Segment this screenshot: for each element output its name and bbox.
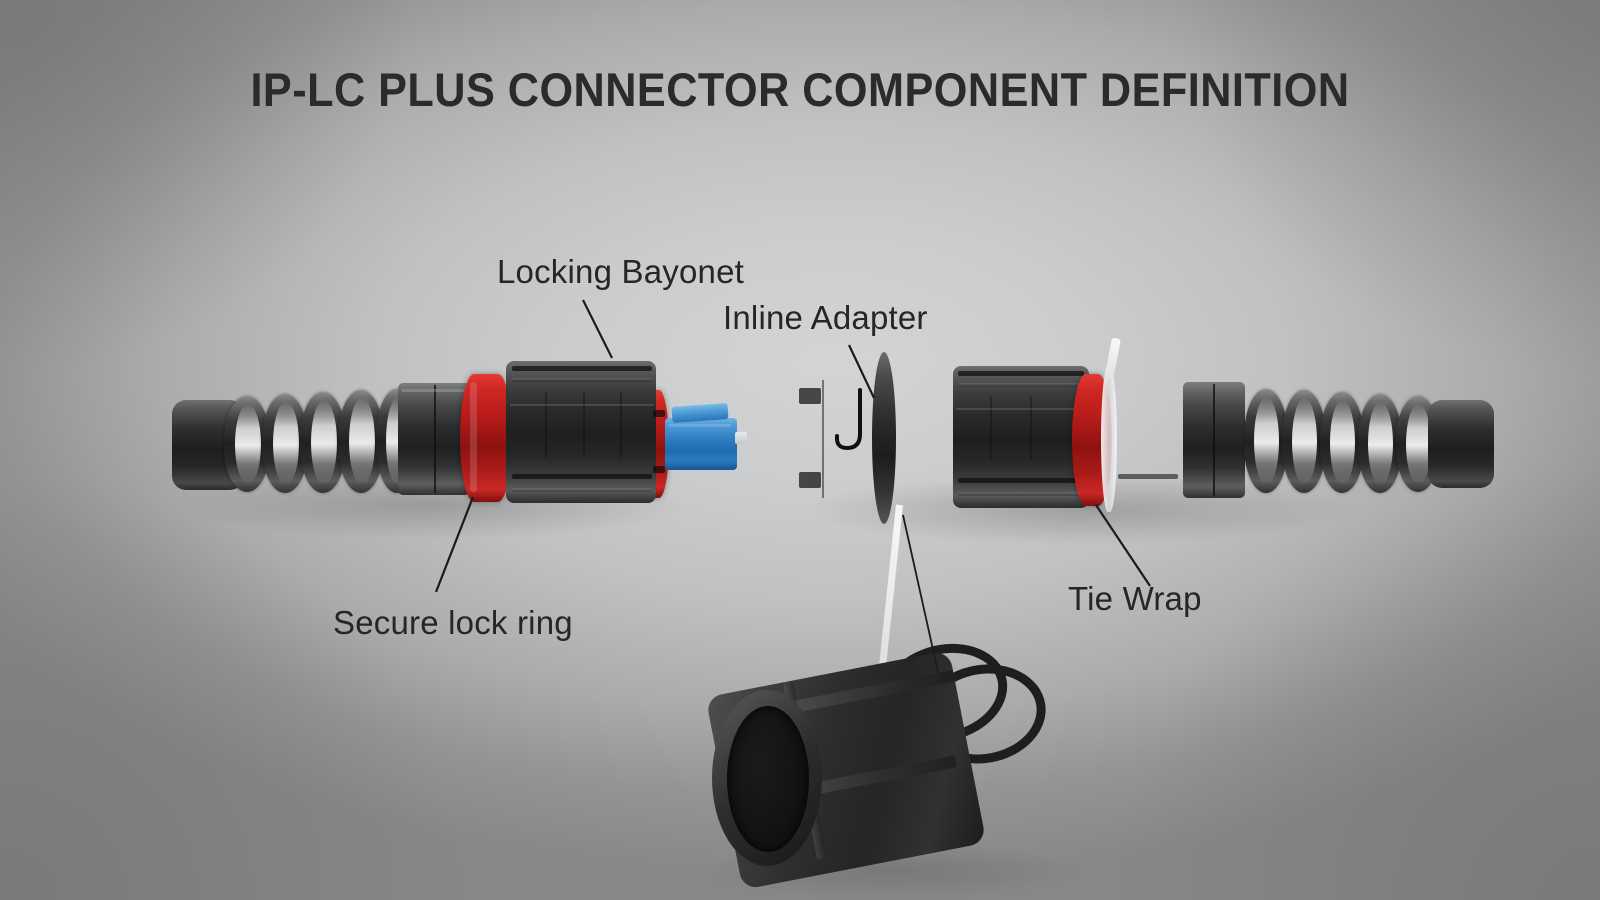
- lc-ferrule-tip: [735, 432, 747, 444]
- background-vignette-bottom-right: [1120, 470, 1600, 900]
- adapter-rib-bottom-2: [958, 492, 1084, 496]
- adapter-panel-line-2: [1030, 396, 1032, 460]
- callout-locking-bayonet: Locking Bayonet: [497, 253, 745, 290]
- bayonet-panel-line-1: [545, 392, 547, 458]
- adapter-rib-bottom-1: [958, 478, 1084, 483]
- adapter-rib-top-1: [958, 371, 1084, 376]
- page-title: IP-LC PLUS CONNECTOR COMPONENT DEFINITIO…: [250, 63, 1350, 116]
- callout-secure-lock-ring: Secure lock ring: [333, 604, 573, 641]
- bayonet-panel-line-3: [620, 392, 622, 458]
- bayonet-keyway-2: [653, 466, 665, 473]
- adapter-highlight: [956, 408, 1086, 410]
- locking-bayonet-barrel: [506, 361, 656, 503]
- adapter-mounting-flange: [872, 352, 896, 524]
- tie-wrap-band: [1101, 366, 1117, 512]
- adapter-body: [953, 366, 1089, 508]
- bayonet-highlight: [510, 404, 654, 406]
- right-hex-seam: [1213, 384, 1215, 496]
- socket-notch-top: [799, 388, 821, 404]
- callout-tie-wrap: Tie Wrap: [1068, 580, 1202, 617]
- dust-cap-mouth: [727, 706, 809, 852]
- bayonet-keyway-1: [653, 410, 665, 417]
- secure-lock-ring: [460, 374, 512, 502]
- lc-ferrule-body: [665, 418, 737, 470]
- adapter-threaded-barrel: [893, 372, 959, 504]
- callout-inline-adapter: Inline Adapter: [723, 299, 928, 336]
- adapter-panel-line-1: [990, 396, 992, 460]
- socket-notch-bottom: [799, 472, 821, 488]
- socket-edge: [822, 380, 824, 498]
- bayonet-panel-line-2: [583, 392, 585, 458]
- bayonet-rib-bottom-2: [512, 488, 652, 492]
- bayonet-rib-bottom-1: [512, 474, 652, 479]
- background-vignette-top-left: [0, 0, 420, 380]
- lock-ring-highlight: [470, 382, 477, 492]
- left-hex-highlight: [402, 389, 466, 392]
- left-hex-seam: [434, 385, 436, 493]
- bayonet-rib-top-2: [512, 378, 652, 382]
- background-vignette-top-right: [1170, 0, 1600, 380]
- adapter-rear-marking: [1118, 474, 1178, 479]
- bayonet-groove: [834, 388, 862, 451]
- background-vignette-bottom-left: [0, 480, 460, 900]
- adapter-rib-top-2: [958, 383, 1084, 387]
- lc-highlight: [669, 424, 731, 427]
- bayonet-rib-top-1: [512, 366, 652, 371]
